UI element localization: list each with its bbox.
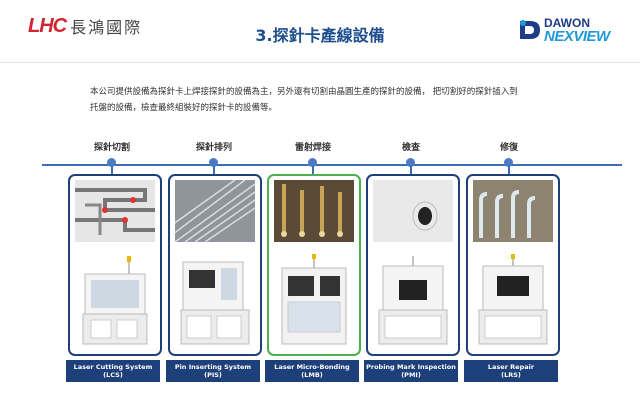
pmi-machine-image — [378, 256, 448, 345]
header-bar: LHC 長鴻國際 3.探針卡產線設備 DAWON NEXVIEW — [0, 0, 640, 63]
stage-label-repair: 修復 — [499, 143, 518, 153]
lhc-logo: LHC 長鴻國際 — [28, 14, 142, 38]
caption-lrs: Laser Repair (LRS) — [464, 360, 558, 382]
timeline-dot — [107, 158, 116, 167]
caption-lmb-abbr: (LMB) — [301, 371, 323, 379]
equipment-card-pmi — [366, 174, 460, 356]
pis-machine-image — [180, 261, 250, 345]
caption-lmb: Laser Micro-Bonding (LMB) — [265, 360, 359, 382]
caption-pmi-name: Probing Mark Inspection — [366, 363, 456, 371]
nexview-text: NEXVIEW — [544, 28, 610, 45]
laser-cut-probe-photo — [75, 180, 155, 242]
stage-label-inspection: 檢查 — [401, 143, 420, 153]
timeline-connector — [213, 166, 215, 174]
caption-lrs-name: Laser Repair — [487, 363, 535, 371]
lrs-machine-image — [478, 254, 548, 345]
lcs-machine-image — [82, 256, 148, 345]
intro-line-2: 托盤的設備，檢查最終組裝好的探針卡的設備等。 — [90, 103, 278, 113]
equipment-card-lmb — [267, 174, 361, 356]
timeline-connector — [111, 166, 113, 174]
probe-mark-photo — [373, 180, 453, 242]
equipment-card-pis — [168, 174, 262, 356]
lmb-machine-image — [281, 254, 347, 345]
caption-pis-abbr: (PIS) — [204, 371, 222, 379]
dawon-logo-icon — [520, 20, 540, 39]
caption-lcs: Laser Cutting System (LCS) — [66, 360, 160, 382]
equipment-card-lrs — [466, 174, 560, 356]
stage-label-laser-bonding: 雷射焊接 — [294, 143, 331, 153]
caption-pis-name: Pin Inserting System — [174, 363, 252, 371]
dawon-nexview-logo: DAWON NEXVIEW — [518, 16, 614, 46]
page-title: 3.探針卡產線設備 — [255, 26, 385, 45]
timeline-dot — [209, 158, 218, 167]
dawon-text: DAWON — [544, 16, 590, 30]
process-timeline — [42, 164, 622, 166]
repaired-probe-photo — [473, 180, 553, 242]
stage-label-pin-inserting: 探針排列 — [195, 143, 232, 153]
caption-lcs-name: Laser Cutting System — [73, 363, 153, 371]
lhc-logo-mark: LHC — [28, 14, 67, 37]
caption-lcs-abbr: (LCS) — [103, 371, 123, 379]
caption-pmi-abbr: (PMI) — [401, 371, 421, 379]
laser-bonding-photo — [274, 180, 354, 242]
stage-label-laser-cutting: 探針切割 — [93, 143, 130, 153]
caption-pis: Pin Inserting System (PIS) — [166, 360, 260, 382]
timeline-dot — [406, 158, 415, 167]
intro-paragraph: 本公司提供設備為探針卡上焊接探針的設備為主，另外還有切割由晶圓生產的探針的設備，… — [90, 84, 560, 116]
timeline-connector — [410, 166, 412, 174]
caption-lrs-abbr: (LRS) — [501, 371, 521, 379]
timeline-dot — [504, 158, 513, 167]
intro-line-1: 本公司提供設備為探針卡上焊接探針的設備為主，另外還有切割由晶圓生產的探針的設備，… — [90, 87, 518, 97]
timeline-connector — [312, 166, 314, 174]
lhc-logo-chinese: 長鴻國際 — [70, 18, 143, 37]
caption-lmb-name: Laser Micro-Bonding — [274, 363, 350, 371]
pin-array-photo — [175, 180, 255, 242]
caption-pmi: Probing Mark Inspection (PMI) — [364, 360, 458, 382]
timeline-connector — [508, 166, 510, 174]
equipment-card-lcs — [68, 174, 162, 356]
timeline-dot — [308, 158, 317, 167]
